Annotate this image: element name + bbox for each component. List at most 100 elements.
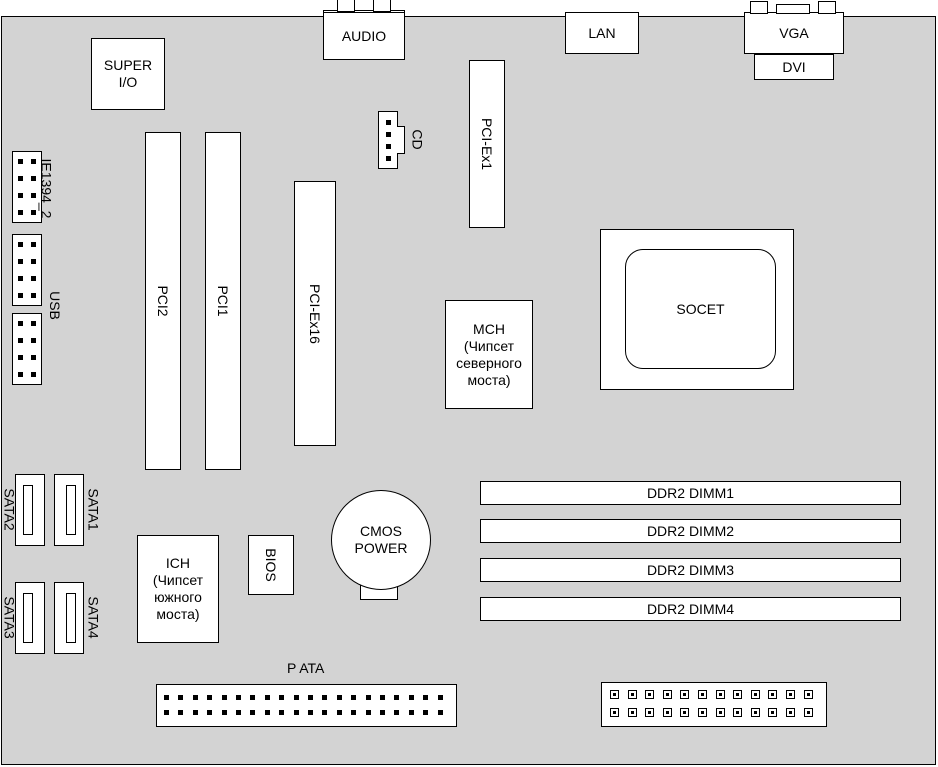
pci2-label: PCI2 (155, 285, 171, 317)
pin (786, 708, 795, 717)
sata3-label: SATA3 (1, 596, 18, 639)
pin (31, 193, 36, 198)
pin (394, 695, 400, 700)
pin (380, 695, 385, 700)
pin (18, 259, 23, 264)
sata1-port (54, 474, 84, 546)
cd-header-tab (397, 126, 405, 154)
pin (610, 708, 619, 717)
pin (380, 710, 385, 715)
pin (750, 690, 760, 699)
pin (18, 321, 23, 326)
pin (31, 293, 36, 298)
pin (18, 276, 23, 281)
pin (308, 710, 313, 715)
usb-header-1 (12, 234, 42, 306)
cmos-battery: CMOS POWER (331, 490, 431, 590)
vga-label: VGA (779, 24, 809, 41)
ddr2-dimm1-slot: DDR2 DIMM1 (480, 481, 901, 505)
pin (680, 690, 690, 699)
pin (18, 193, 23, 198)
pin (207, 695, 213, 700)
pin (18, 293, 23, 298)
pin (768, 708, 778, 717)
pin (803, 690, 813, 699)
pin (31, 372, 36, 377)
pin (768, 690, 778, 699)
ie1394-label: IE1394_2 (38, 158, 55, 219)
pin (18, 210, 23, 215)
pin (437, 710, 443, 715)
pata-label: P ATA (287, 660, 325, 676)
socet-label: SOCET (676, 300, 725, 317)
pin (279, 710, 285, 715)
cmos-power-label: CMOS POWER (354, 523, 408, 556)
pin (31, 338, 36, 343)
dvi-label: DVI (782, 58, 806, 75)
pin (18, 159, 23, 164)
pin (164, 695, 169, 700)
sata2-label: SATA2 (1, 488, 18, 531)
audio-block: AUDIO (323, 12, 405, 60)
pin (423, 695, 429, 700)
cd-label: CD (409, 129, 426, 150)
ich-label: ICH (Чипсет южного моста) (152, 555, 204, 622)
pin (236, 710, 241, 715)
pin (698, 690, 707, 699)
pin (733, 690, 743, 699)
pin (31, 159, 36, 164)
power-header (601, 682, 827, 727)
ddr2-dimm3-label: DDR2 DIMM3 (646, 562, 735, 578)
pin (264, 710, 270, 715)
pin (250, 710, 256, 715)
mch-chip: MCH (Чипсет северного моста) (445, 300, 533, 409)
pin (408, 710, 414, 715)
super-io-label: SUPER I/O (103, 57, 153, 90)
ddr2-dimm2-label: DDR2 DIMM2 (646, 523, 735, 539)
super-io-chip: SUPER I/O (91, 38, 165, 110)
ddr2-dimm1-label: DDR2 DIMM1 (646, 485, 735, 501)
pin (264, 695, 270, 700)
pin (164, 710, 169, 715)
pin (178, 710, 184, 715)
pin (18, 372, 23, 377)
pin (293, 710, 299, 715)
pin (31, 242, 36, 247)
pin (437, 695, 443, 700)
vga-screw-right (818, 1, 836, 14)
pci1-slot: PCI1 (205, 132, 241, 470)
pin (733, 708, 743, 717)
mch-label: MCH (Чипсет северного моста) (456, 320, 522, 388)
sata1-label: SATA1 (85, 488, 102, 531)
pin (394, 710, 400, 715)
pin (662, 690, 672, 699)
pin (31, 276, 36, 281)
sata2-port (15, 474, 45, 546)
lan-connector: LAN (565, 12, 639, 54)
pin (803, 708, 813, 717)
ddr2-dimm2-slot: DDR2 DIMM2 (480, 519, 901, 543)
pci-ex1-slot: PCI-Ex1 (469, 60, 505, 228)
pin (645, 690, 655, 699)
pin (408, 695, 414, 700)
pin (698, 708, 707, 717)
pin (322, 710, 328, 715)
usb-label: USB (46, 291, 63, 320)
audio-jack-left (337, 0, 355, 12)
ddr2-dimm3-slot: DDR2 DIMM3 (480, 558, 901, 582)
pin (31, 176, 36, 181)
pin (365, 710, 371, 715)
ie1394-header (12, 151, 42, 223)
pin (750, 708, 760, 717)
pin (18, 242, 23, 247)
pin (31, 321, 36, 326)
pin (250, 695, 256, 700)
ddr2-dimm4-label: DDR2 DIMM4 (646, 601, 735, 617)
ich-chip: ICH (Чипсет южного моста) (137, 535, 219, 643)
pin (610, 690, 619, 699)
pin (192, 710, 198, 715)
pci1-label: PCI1 (215, 285, 231, 317)
vga-connector: VGA (744, 12, 844, 54)
pin (221, 710, 227, 715)
cd-header (378, 111, 398, 169)
